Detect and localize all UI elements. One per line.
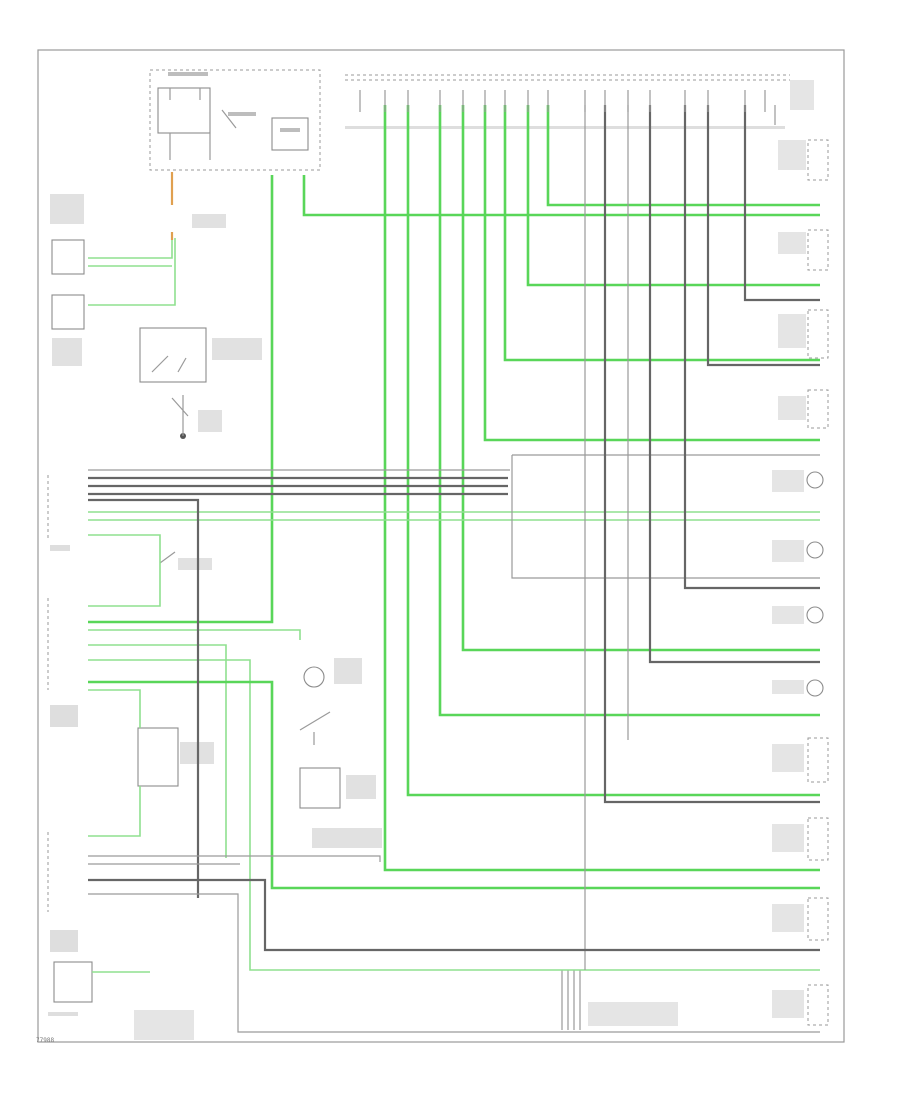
left-components — [50, 194, 262, 439]
right-components — [772, 80, 829, 1026]
left-connectors — [47, 475, 194, 1040]
bottom-center-connector — [561, 970, 678, 1030]
top-left-module — [149, 69, 321, 171]
gray-wires — [88, 105, 820, 1033]
top-connector-pins — [359, 90, 766, 112]
diagram-code: 77988 — [36, 1037, 55, 1044]
diagram-frame — [37, 49, 845, 1043]
center-components — [137, 551, 382, 848]
top-connector-strip — [345, 74, 790, 129]
green-wires — [88, 105, 820, 973]
